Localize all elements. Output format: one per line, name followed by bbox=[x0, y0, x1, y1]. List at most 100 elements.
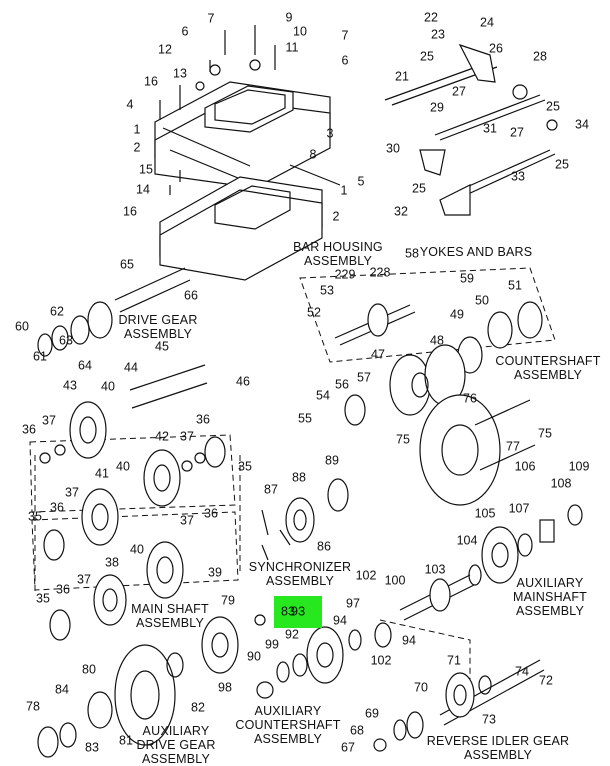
callout[interactable]: 29 bbox=[430, 100, 444, 115]
callout[interactable]: 49 bbox=[450, 307, 464, 322]
callout[interactable]: 75 bbox=[396, 432, 410, 447]
callout[interactable]: 37 bbox=[180, 429, 194, 444]
callout[interactable]: 16 bbox=[123, 204, 137, 219]
callout[interactable]: 61 bbox=[33, 349, 47, 364]
callout[interactable]: 50 bbox=[475, 293, 489, 308]
callout[interactable]: 12 bbox=[158, 42, 172, 57]
callout[interactable]: 57 bbox=[357, 370, 371, 385]
callout[interactable]: 42 bbox=[155, 429, 169, 444]
callout[interactable]: 228 bbox=[369, 265, 391, 280]
callout[interactable]: 25 bbox=[546, 99, 560, 114]
callout[interactable]: 107 bbox=[508, 501, 530, 516]
callout[interactable]: 108 bbox=[550, 476, 572, 491]
callout-93[interactable]: 93 bbox=[290, 603, 306, 619]
callout[interactable]: 16 bbox=[144, 74, 158, 89]
callout[interactable]: 74 bbox=[515, 664, 529, 679]
callout[interactable]: 100 bbox=[384, 573, 406, 588]
callout[interactable]: 25 bbox=[555, 157, 569, 172]
callout[interactable]: 37 bbox=[77, 572, 91, 587]
callout[interactable]: 90 bbox=[247, 649, 261, 664]
callout[interactable]: 10 bbox=[293, 24, 307, 39]
highlighted-part-93[interactable]: 93 bbox=[274, 596, 322, 628]
callout[interactable]: 97 bbox=[346, 596, 360, 611]
callout[interactable]: 46 bbox=[236, 374, 250, 389]
callout[interactable]: 27 bbox=[510, 125, 524, 140]
callout[interactable]: 45 bbox=[155, 339, 169, 354]
callout[interactable]: 36 bbox=[22, 422, 36, 437]
callout[interactable]: 38 bbox=[105, 555, 119, 570]
callout[interactable]: 229 bbox=[334, 267, 356, 282]
callout[interactable]: 70 bbox=[414, 680, 428, 695]
callout[interactable]: 78 bbox=[26, 699, 40, 714]
callout[interactable]: 13 bbox=[173, 66, 187, 81]
callout[interactable]: 72 bbox=[539, 673, 553, 688]
callout[interactable]: 44 bbox=[124, 360, 138, 375]
callout[interactable]: 39 bbox=[208, 565, 222, 580]
callout[interactable]: 37 bbox=[180, 513, 194, 528]
callout[interactable]: 24 bbox=[480, 15, 494, 30]
callout[interactable]: 37 bbox=[65, 485, 79, 500]
callout[interactable]: 84 bbox=[55, 682, 69, 697]
callout[interactable]: 65 bbox=[120, 257, 134, 272]
callout[interactable]: 6 bbox=[181, 24, 189, 39]
callout[interactable]: 36 bbox=[50, 500, 64, 515]
callout[interactable]: 73 bbox=[482, 712, 496, 727]
callout[interactable]: 59 bbox=[460, 271, 474, 286]
callout[interactable]: 36 bbox=[204, 506, 218, 521]
callout[interactable]: 1 bbox=[340, 183, 348, 198]
callout[interactable]: 27 bbox=[452, 84, 466, 99]
callout[interactable]: 47 bbox=[371, 347, 385, 362]
callout[interactable]: 43 bbox=[63, 378, 77, 393]
callout[interactable]: 88 bbox=[292, 470, 306, 485]
callout[interactable]: 3 bbox=[326, 126, 334, 141]
callout[interactable]: 80 bbox=[82, 662, 96, 677]
callout[interactable]: 52 bbox=[307, 305, 321, 320]
callout[interactable]: 56 bbox=[335, 377, 349, 392]
callout[interactable]: 40 bbox=[116, 459, 130, 474]
callout[interactable]: 53 bbox=[320, 283, 334, 298]
callout[interactable]: 71 bbox=[447, 653, 461, 668]
callout[interactable]: 66 bbox=[184, 288, 198, 303]
callout[interactable]: 103 bbox=[424, 562, 446, 577]
callout[interactable]: 4 bbox=[126, 97, 134, 112]
callout[interactable]: 7 bbox=[341, 28, 349, 43]
callout[interactable]: 83 bbox=[281, 604, 295, 619]
callout[interactable]: 55 bbox=[298, 411, 312, 426]
callout[interactable]: 94 bbox=[333, 613, 347, 628]
callout[interactable]: 86 bbox=[317, 539, 331, 554]
callout[interactable]: 30 bbox=[386, 141, 400, 156]
callout[interactable]: 67 bbox=[341, 740, 355, 755]
callout[interactable]: 25 bbox=[420, 49, 434, 64]
callout[interactable]: 36 bbox=[196, 412, 210, 427]
callout[interactable]: 75 bbox=[538, 426, 552, 441]
callout[interactable]: 63 bbox=[59, 333, 73, 348]
callout[interactable]: 22 bbox=[424, 10, 438, 25]
callout[interactable]: 25 bbox=[412, 181, 426, 196]
callout[interactable]: 26 bbox=[489, 41, 503, 56]
callout[interactable]: 54 bbox=[316, 388, 330, 403]
callout[interactable]: 64 bbox=[78, 358, 92, 373]
callout[interactable]: 69 bbox=[365, 706, 379, 721]
callout[interactable]: 6 bbox=[341, 53, 349, 68]
callout[interactable]: 15 bbox=[139, 162, 153, 177]
callout[interactable]: 9 bbox=[285, 10, 293, 25]
callout[interactable]: 79 bbox=[221, 593, 235, 608]
callout[interactable]: 62 bbox=[50, 304, 64, 319]
callout[interactable]: 33 bbox=[511, 169, 525, 184]
callout[interactable]: 99 bbox=[265, 637, 279, 652]
callout[interactable]: 105 bbox=[474, 506, 496, 521]
callout[interactable]: 77 bbox=[506, 439, 520, 454]
callout[interactable]: 40 bbox=[101, 379, 115, 394]
callout[interactable]: 41 bbox=[95, 466, 109, 481]
callout[interactable]: 32 bbox=[394, 204, 408, 219]
callout[interactable]: 23 bbox=[431, 27, 445, 42]
callout[interactable]: 7 bbox=[207, 11, 215, 26]
callout[interactable]: 51 bbox=[508, 278, 522, 293]
callout[interactable]: 40 bbox=[130, 542, 144, 557]
callout[interactable]: 34 bbox=[575, 117, 589, 132]
callout[interactable]: 2 bbox=[332, 209, 340, 224]
callout[interactable]: 104 bbox=[456, 533, 478, 548]
callout[interactable]: 92 bbox=[285, 627, 299, 642]
callout[interactable]: 87 bbox=[264, 482, 278, 497]
callout[interactable]: 106 bbox=[514, 459, 536, 474]
